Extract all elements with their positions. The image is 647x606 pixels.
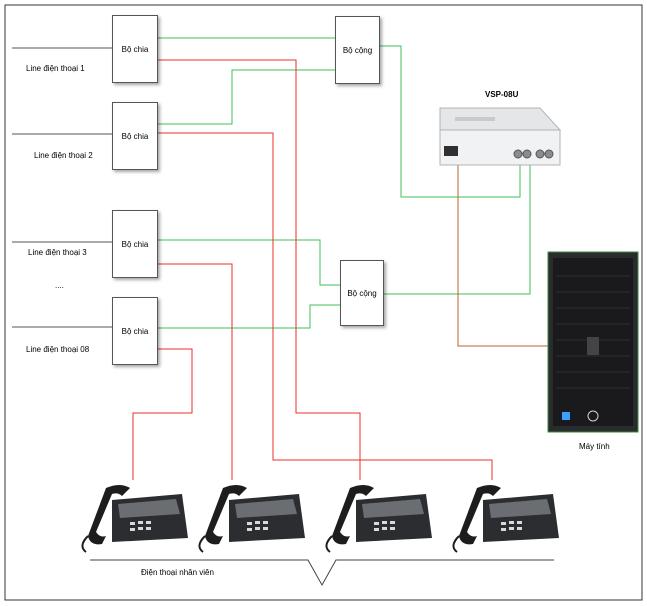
splitter-3-label: Bộ chia [121, 239, 149, 249]
green-wire-a1-vsp [378, 45, 521, 198]
splitter-2-label: Bộ chia [121, 131, 149, 141]
splitter-08: Bộ chia [112, 297, 158, 365]
line-2-label: Line điện thoại 2 [34, 151, 93, 160]
green-wire-s2-a1 [156, 69, 335, 125]
adder-1-label: Bộ cộng [342, 45, 373, 55]
computer-label: Máy tính [579, 442, 610, 451]
adder-2-label: Bộ cộng [347, 288, 377, 298]
desk-phone-icon [316, 480, 436, 555]
green-wire-s3-a2 [156, 239, 340, 286]
adder-1: Bộ cộng [335, 16, 380, 84]
vsp-brand-strip [455, 117, 495, 121]
vsp-title: VSP-08U [485, 90, 519, 99]
splitter-1-label: Bộ chia [121, 44, 149, 54]
diagram-frame [4, 4, 643, 601]
splitter-2: Bộ chia [112, 102, 158, 170]
green-wire-s08-a2 [156, 304, 340, 329]
red-wire-s2-phone4 [156, 132, 493, 487]
splitter-3: Bộ chia [112, 210, 158, 278]
red-wires [132, 59, 493, 487]
desk-phone-icon [443, 480, 563, 555]
phones-group [72, 480, 563, 555]
splitter-1: Bộ chia [112, 15, 158, 83]
green-wires [156, 37, 531, 329]
hp-logo-icon [587, 410, 599, 422]
incoming-lines [12, 47, 112, 328]
vsp-08u-device [439, 107, 562, 166]
computer-tower-icon [547, 251, 639, 433]
red-wire-s1-phone3 [156, 59, 361, 487]
power-led [562, 412, 570, 420]
red-wire-s08-phone1 [132, 348, 193, 487]
adder-2: Bộ cộng [340, 260, 384, 326]
splitter-08-label: Bộ chia [121, 326, 149, 336]
usb-port-icon [444, 146, 458, 156]
green-wire-a2-vsp [382, 153, 531, 295]
phones-brace [90, 559, 554, 587]
red-wire-s3-phone2 [156, 263, 233, 487]
line-1-label: Line điện thoại 1 [26, 64, 85, 73]
line-08-label: Line điện thoại 08 [26, 345, 90, 354]
desk-phone-icon [72, 480, 192, 555]
ellipsis-label: .... [55, 281, 64, 290]
phones-caption: Điện thoại nhân viên [141, 568, 214, 577]
line-3-label: Line điện thoại 3 [28, 248, 87, 257]
desk-phone-icon [189, 480, 309, 555]
